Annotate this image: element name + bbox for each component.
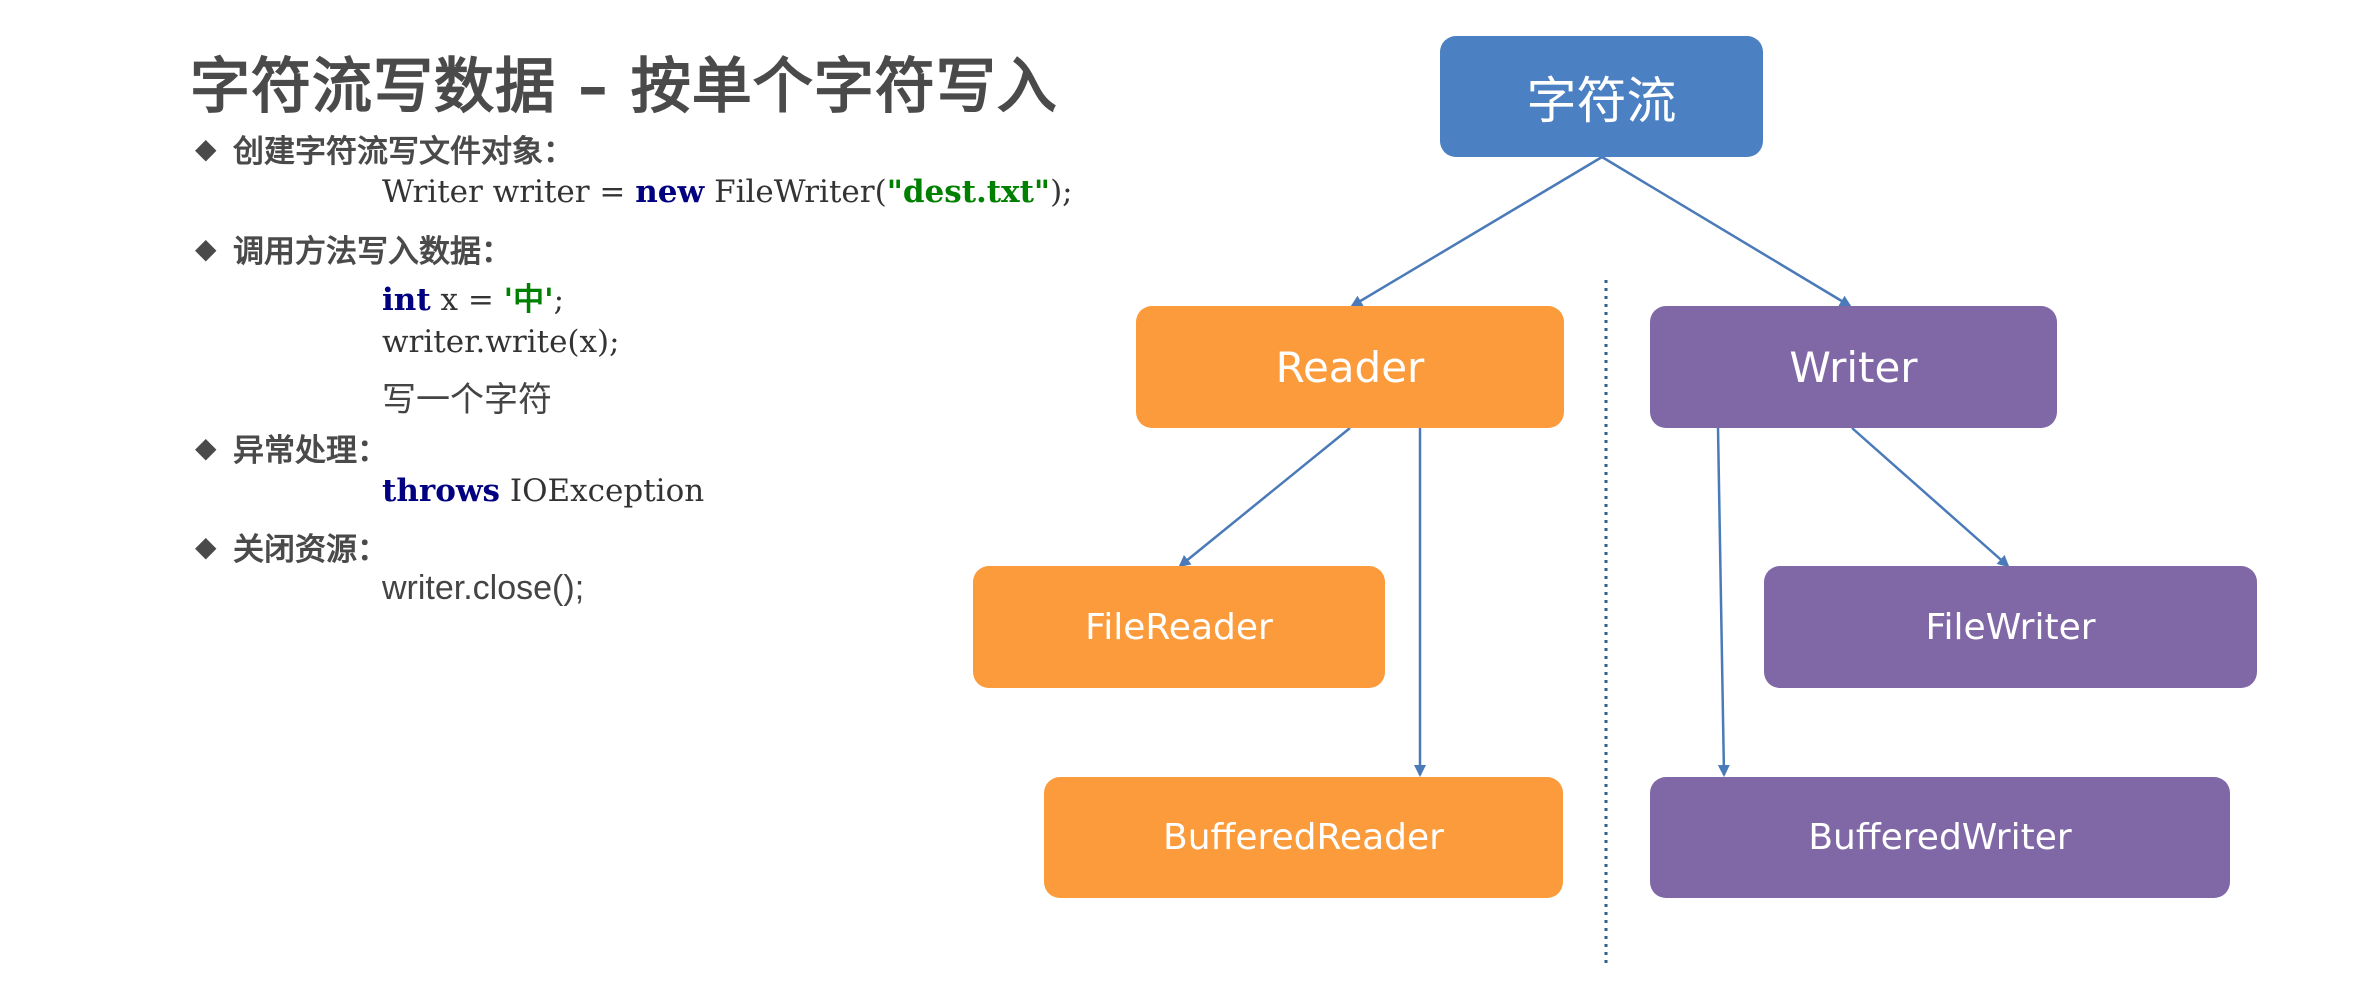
bullet-write-data: ◆ 调用方法写入数据： <box>195 226 512 271</box>
page-title: 字符流写数据 – 按单个字符写入 <box>190 52 1058 122</box>
bullet-close: ◆ 关闭资源： <box>195 524 388 569</box>
edge-reader-to-filereader <box>1178 427 1351 568</box>
code-keyword: int <box>382 282 431 318</box>
bullet-label: 调用方法写入数据： <box>233 234 512 270</box>
code-text: FileWriter( <box>704 174 887 210</box>
node-bufferedreader: BufferedReader <box>1044 777 1563 898</box>
code-text: x = <box>430 282 504 318</box>
node-writer: Writer <box>1650 306 2057 428</box>
code-keyword: throws <box>382 473 501 509</box>
code-comment-note: 写一个字符 <box>382 381 552 419</box>
diamond-bullet-icon: ◆ <box>195 530 217 563</box>
code-declare-char: int x = '中'; <box>382 274 564 319</box>
node-bufferedwriter: BufferedWriter <box>1650 777 2230 898</box>
bullet-label: 关闭资源： <box>233 532 388 568</box>
code-throws: throws IOException <box>382 473 704 509</box>
code-text: IOException <box>500 473 705 509</box>
code-close-call: writer.close(); <box>382 569 585 607</box>
code-text: Writer writer = <box>382 174 636 210</box>
edge-root-to-writer <box>1601 155 1852 308</box>
bullet-label: 异常处理： <box>233 433 388 469</box>
node-filewriter: FileWriter <box>1764 566 2257 688</box>
bullet-exception: ◆ 异常处理： <box>195 425 388 470</box>
code-write-call: writer.write(x); <box>382 324 620 360</box>
diamond-bullet-icon: ◆ <box>195 132 217 165</box>
code-create-writer: Writer writer = new FileWriter("dest.txt… <box>382 174 1073 210</box>
edge-root-to-reader <box>1350 155 1603 308</box>
diamond-bullet-icon: ◆ <box>195 431 217 464</box>
code-keyword: new <box>635 174 705 210</box>
code-text: ; <box>553 282 565 318</box>
node-filereader: FileReader <box>973 566 1385 688</box>
node-reader: Reader <box>1136 306 1564 428</box>
code-string: "dest.txt" <box>886 174 1051 210</box>
code-string: '中' <box>503 282 554 318</box>
edge-writer-to-filewriter <box>1851 427 2010 568</box>
diamond-bullet-icon: ◆ <box>195 232 217 265</box>
code-text: ); <box>1050 174 1073 210</box>
bullet-label: 创建字符流写文件对象： <box>233 134 574 170</box>
node-char-stream: 字符流 <box>1440 36 1763 157</box>
bullet-create-writer: ◆ 创建字符流写文件对象： <box>195 126 574 171</box>
edge-writer-to-bufferedwriter <box>1716 427 1730 777</box>
